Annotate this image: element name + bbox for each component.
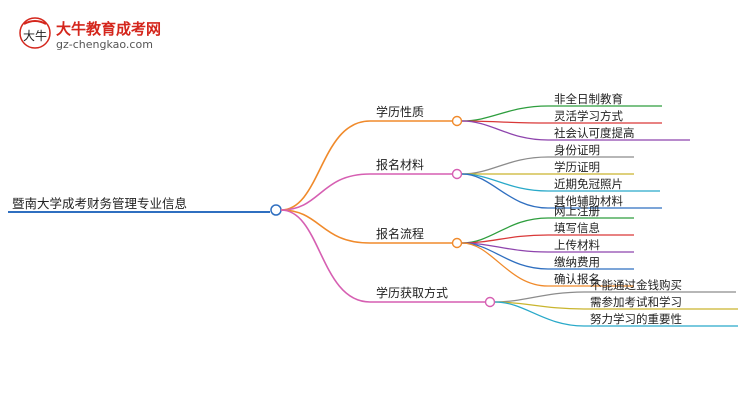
leaf-label: 上传材料 xyxy=(554,238,600,252)
leaf-label: 填写信息 xyxy=(554,221,600,235)
leaf-connector xyxy=(461,156,549,175)
leaf-connector xyxy=(494,301,585,327)
leaf-label: 非全日制教育 xyxy=(554,92,623,106)
branch-connector xyxy=(280,120,371,211)
branch-connector xyxy=(280,173,371,211)
leaf-label: 灵活学习方式 xyxy=(554,109,623,123)
leaf-label: 缴纳费用 xyxy=(554,255,600,269)
leaf-label: 近期免冠照片 xyxy=(554,177,623,191)
branch-node xyxy=(451,168,463,180)
leaf-connector xyxy=(461,105,549,122)
leaf-label: 其他辅助材料 xyxy=(554,194,623,208)
branch-connector xyxy=(280,209,371,244)
branch-node xyxy=(451,115,463,127)
leaf-connector xyxy=(461,242,549,270)
leaf-connector xyxy=(461,242,549,287)
leaf-label: 网上注册 xyxy=(554,204,600,218)
leaf-connector xyxy=(461,217,549,244)
leaf-connector xyxy=(494,291,585,303)
branch-node xyxy=(484,296,496,308)
leaf-label: 需参加考试和学习 xyxy=(590,295,682,309)
leaf-label: 确认报名 xyxy=(554,272,600,286)
ox-logo-icon: 大牛 xyxy=(19,17,51,49)
branch-label: 报名流程 xyxy=(376,226,424,241)
logo-mark-text: 大牛 xyxy=(23,28,47,43)
leaf-connector xyxy=(461,234,549,244)
root-node xyxy=(270,204,282,216)
root-label: 暨南大学成考财务管理专业信息 xyxy=(12,196,187,211)
leaf-label: 身份证明 xyxy=(554,143,600,157)
branch-label: 报名材料 xyxy=(376,157,424,172)
leaf-connector xyxy=(461,173,549,209)
leaf-label: 学历证明 xyxy=(554,160,600,174)
branch-label: 学历性质 xyxy=(376,104,424,119)
leaf-label: 不能通过金钱购买 xyxy=(590,278,682,292)
branch-node xyxy=(451,237,463,249)
leaf-label: 社会认可度提高 xyxy=(554,126,635,140)
branch-label: 学历获取方式 xyxy=(376,285,448,300)
brand-logo: 大牛 大牛教育成考网 gz-chengkao.com xyxy=(18,16,168,60)
branch-connector xyxy=(280,209,371,303)
brand-url: gz-chengkao.com xyxy=(56,38,153,51)
leaf-connector xyxy=(461,120,549,141)
leaf-label: 努力学习的重要性 xyxy=(590,312,682,326)
brand-name: 大牛教育成考网 xyxy=(56,20,162,38)
